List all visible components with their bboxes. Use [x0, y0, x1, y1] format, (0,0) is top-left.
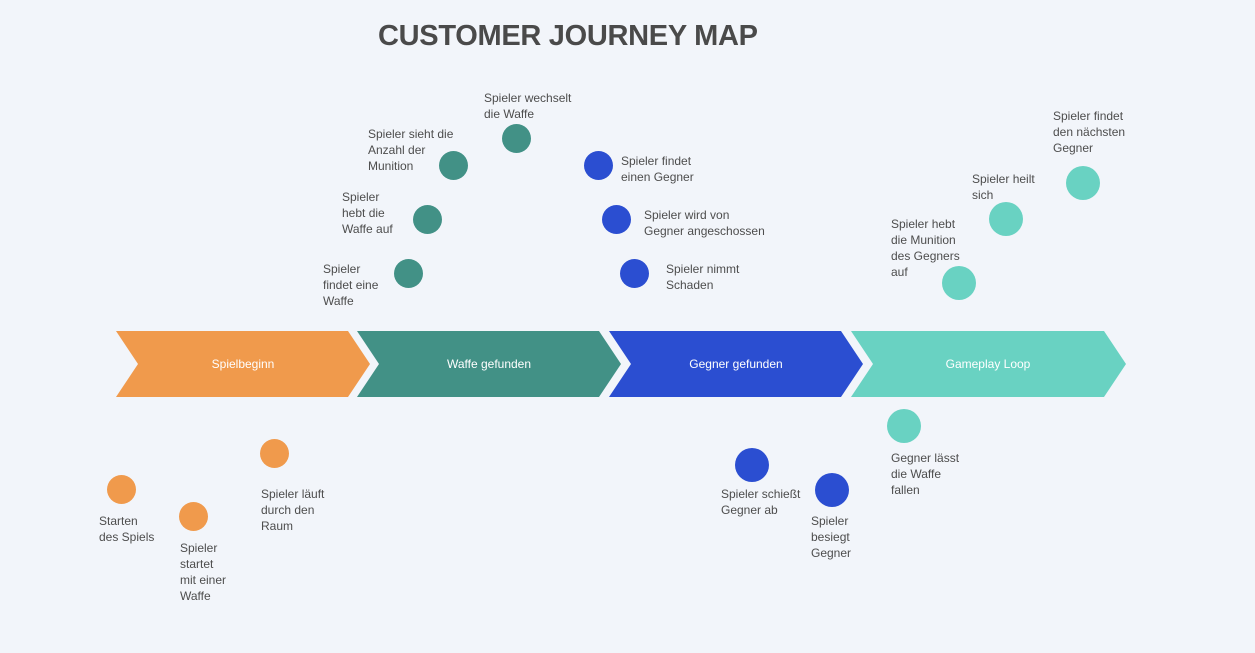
- touchpoint-dot: [394, 259, 423, 288]
- touchpoint-label: Spieler läuft durch den Raum: [261, 487, 325, 533]
- touchpoint-dot: [815, 473, 849, 507]
- touchpoint-label: Spieler hebt die Munition des Gegners au…: [891, 217, 960, 279]
- touchpoint-dot: [602, 205, 631, 234]
- touchpoint-label: Spieler findet eine Waffe: [323, 262, 379, 308]
- touchpoint-dot: [584, 151, 613, 180]
- touchpoint-label: Gegner lässt die Waffe fallen: [891, 451, 960, 497]
- touchpoint-label: Spieler heilt sich: [972, 172, 1035, 202]
- touchpoint-dot: [989, 202, 1023, 236]
- stage-label-gegner-gefunden: Gegner gefunden: [689, 357, 782, 371]
- touchpoint-label: Spieler findet den nächsten Gegner: [1053, 109, 1126, 155]
- touchpoint-dot: [620, 259, 649, 288]
- touchpoint-dot: [413, 205, 442, 234]
- touchpoint-dot: [887, 409, 921, 443]
- touchpoint-label: Spieler sieht die Anzahl der Munition: [368, 127, 454, 173]
- touchpoint-dot: [439, 151, 468, 180]
- stage-label-gameplay-loop: Gameplay Loop: [946, 357, 1031, 371]
- stage-label-spielbeginn: Spielbeginn: [212, 357, 275, 371]
- touchpoint-dot: [260, 439, 289, 468]
- touchpoint-dot: [107, 475, 136, 504]
- page-title: CUSTOMER JOURNEY MAP: [378, 20, 758, 52]
- stage-arrow-gegner-gefunden: [609, 331, 863, 397]
- touchpoint-dot: [1066, 166, 1100, 200]
- stage-arrow-gameplay-loop: [851, 331, 1126, 397]
- touchpoint-label: Spieler wird von Gegner angeschossen: [644, 208, 765, 238]
- touchpoint-dot: [502, 124, 531, 153]
- touchpoint-label: Spieler findet einen Gegner: [621, 154, 694, 184]
- touchpoint-label: Spieler wechselt die Waffe: [484, 91, 572, 121]
- touchpoint-label: Spieler besiegt Gegner: [811, 514, 852, 560]
- stage-arrow-spielbeginn: [116, 331, 370, 397]
- touchpoint-label: Spieler hebt die Waffe auf: [342, 190, 393, 236]
- touchpoint-label: Spieler startet mit einer Waffe: [180, 541, 227, 603]
- touchpoint-label: Starten des Spiels: [99, 514, 155, 544]
- stage-arrow-waffe-gefunden: [357, 331, 621, 397]
- touchpoint-label: Spieler nimmt Schaden: [666, 262, 740, 292]
- touchpoint-dot: [942, 266, 976, 300]
- touchpoint-dot: [735, 448, 769, 482]
- touchpoint-dot: [179, 502, 208, 531]
- stage-label-waffe-gefunden: Waffe gefunden: [447, 357, 531, 371]
- touchpoint-label: Spieler schießt Gegner ab: [721, 487, 801, 517]
